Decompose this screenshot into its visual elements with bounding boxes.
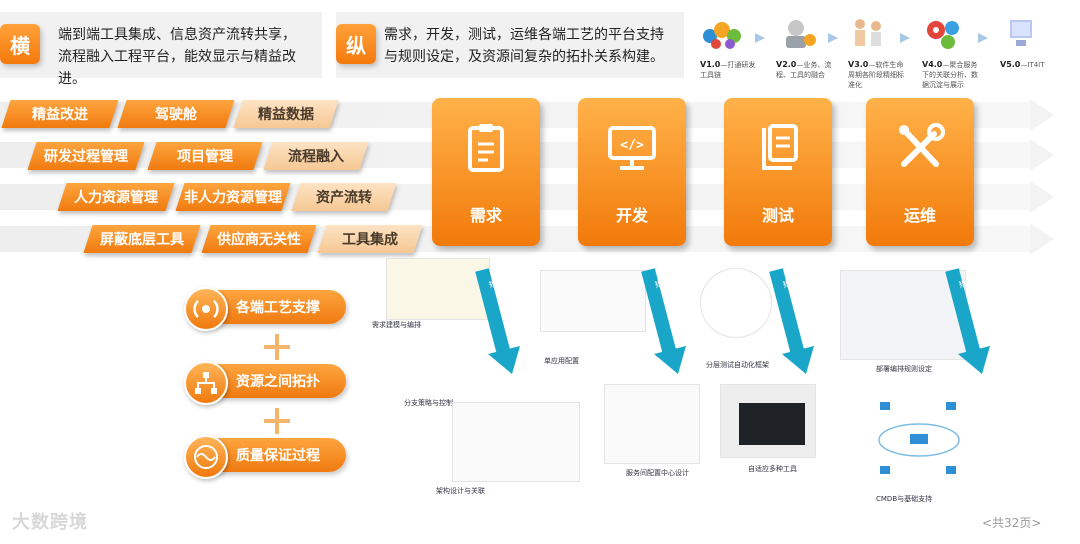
caption-test-framework: 分层测试自动化框架 — [706, 361, 769, 369]
cmdb-diagram — [878, 402, 960, 474]
thumb-deploy-rules — [840, 270, 966, 360]
terminal-panel — [739, 403, 805, 445]
horizontal-tag: 横 — [0, 24, 40, 64]
band-arrow-1 — [1030, 99, 1054, 131]
chip-process-merge: 流程融入 — [263, 142, 369, 170]
band-arrow-4 — [1030, 223, 1054, 255]
timeline-arrow-4 — [978, 33, 988, 43]
chip-lean-improve: 精益改进 — [1, 100, 119, 128]
chip-asset-flow: 资产流转 — [291, 183, 397, 211]
chip-shield-tools: 屏蔽底层工具 — [83, 225, 201, 253]
stage-development: </> 开发 — [578, 98, 686, 246]
page-indicator: <共32页> — [982, 516, 1042, 530]
caption-branch-strategy: 分支策略与控制 — [404, 399, 453, 407]
thumb-single-app-config — [540, 270, 646, 332]
wave-icon — [184, 435, 228, 479]
thumb-cmdb — [872, 396, 966, 480]
chip-lean-data: 精益数据 — [233, 100, 339, 128]
version-1: V1.0—打通研发工具链 — [700, 60, 756, 79]
thumb-architecture — [452, 402, 580, 482]
stage-operations-label: 运维 — [903, 206, 936, 225]
clipboard-icon — [468, 124, 504, 172]
vertical-line1: 需求，开发，测试，运维各端工艺的平台支持 — [384, 27, 664, 43]
caption-cmdb: CMDB与基础支持 — [876, 495, 933, 503]
band-arrow-3 — [1030, 181, 1054, 213]
thumb-requirements-modeling — [386, 258, 490, 320]
horizontal-text: 端到端工具集成、信息资产流转共享， 流程融入工程平台，能效显示与精益改进。 — [58, 24, 320, 90]
caption-deploy-rules: 部署编排规则设定 — [876, 365, 932, 373]
cogs-icon — [927, 21, 959, 49]
caption-config-center: 服务间配置中心设计 — [626, 469, 689, 477]
rule-arrow-1: 规则 — [475, 268, 520, 374]
chip-tool-integration: 工具集成 — [317, 225, 423, 253]
chip-hr-mgmt: 人力资源管理 — [57, 183, 175, 211]
thumb-config-center — [604, 384, 700, 464]
caption-adaptive-tools: 自适应多种工具 — [748, 465, 797, 473]
horizontal-line2: 流程融入工程平台，能效显示与精益改进。 — [58, 49, 296, 87]
svg-text:</>: </> — [620, 138, 644, 153]
stage-requirements: 需求 — [432, 98, 540, 246]
vertical-line2: 与规则设定，及资源间复杂的拓扑关系构建。 — [384, 49, 664, 65]
tools-icon — [899, 123, 945, 167]
document-stack-icon — [762, 124, 798, 170]
signal-icon — [184, 287, 228, 331]
thumb-test-framework — [700, 268, 772, 338]
stage-operations: 运维 — [866, 98, 974, 246]
code-monitor-icon: </> — [608, 126, 656, 170]
rule-arrow-2: 规则 — [641, 268, 686, 374]
timeline-arrow-2 — [828, 33, 838, 43]
stage-testing: 测试 — [724, 98, 832, 246]
robot-icon — [786, 20, 816, 48]
rule-arrow-3: 规则 — [769, 268, 814, 374]
chip-rd-process: 研发过程管理 — [27, 142, 145, 170]
thumb-adaptive-tools — [720, 384, 816, 458]
plus-icon-2 — [264, 408, 290, 434]
chip-non-hr-mgmt: 非人力资源管理 — [175, 183, 291, 211]
vertical-tag: 纵 — [336, 24, 376, 64]
horizontal-line1: 端到端工具集成、信息资产流转共享， — [58, 27, 296, 43]
caption-single-app-config: 单应用配置 — [544, 357, 579, 365]
stage-requirements-label: 需求 — [469, 206, 502, 225]
topology-icon — [184, 361, 228, 405]
horizontal-banner — [0, 12, 322, 78]
vertical-banner — [336, 12, 684, 78]
monitor-icon — [1010, 20, 1032, 46]
rule-arrow-4: 规则 — [945, 268, 990, 374]
vertical-text: 需求，开发，测试，运维各端工艺的平台支持 与规则设定，及资源间复杂的拓扑关系构建… — [384, 24, 682, 68]
stage-testing-label: 测试 — [761, 206, 794, 225]
version-5: V5.0—IT4IT — [1000, 60, 1045, 69]
band-arrow-2 — [1030, 139, 1054, 171]
timeline-arrow-1 — [755, 33, 765, 43]
stage-development-label: 开发 — [615, 206, 648, 225]
chip-project-mgmt: 项目管理 — [147, 142, 263, 170]
caption-architecture: 架构设计与关联 — [436, 487, 485, 495]
version-3: V3.0—软件生命周期各阶段精细标准化 — [848, 60, 904, 89]
brand-logo: 大数跨境 — [12, 512, 88, 533]
timeline-arrow-3 — [900, 33, 910, 43]
chip-vendor-neutral: 供应商无关性 — [201, 225, 317, 253]
caption-requirements-modeling: 需求建模与编排 — [372, 321, 421, 329]
gears-icon — [703, 22, 741, 49]
plus-icon-1 — [264, 334, 290, 360]
workers-icon — [855, 19, 881, 46]
version-4: V4.0—聚合服务下的关联分析、数据沉淀与展示 — [922, 60, 978, 89]
version-2: V2.0—业务、流程、工具的融合 — [776, 60, 832, 79]
chip-cockpit: 驾驶舱 — [117, 100, 235, 128]
